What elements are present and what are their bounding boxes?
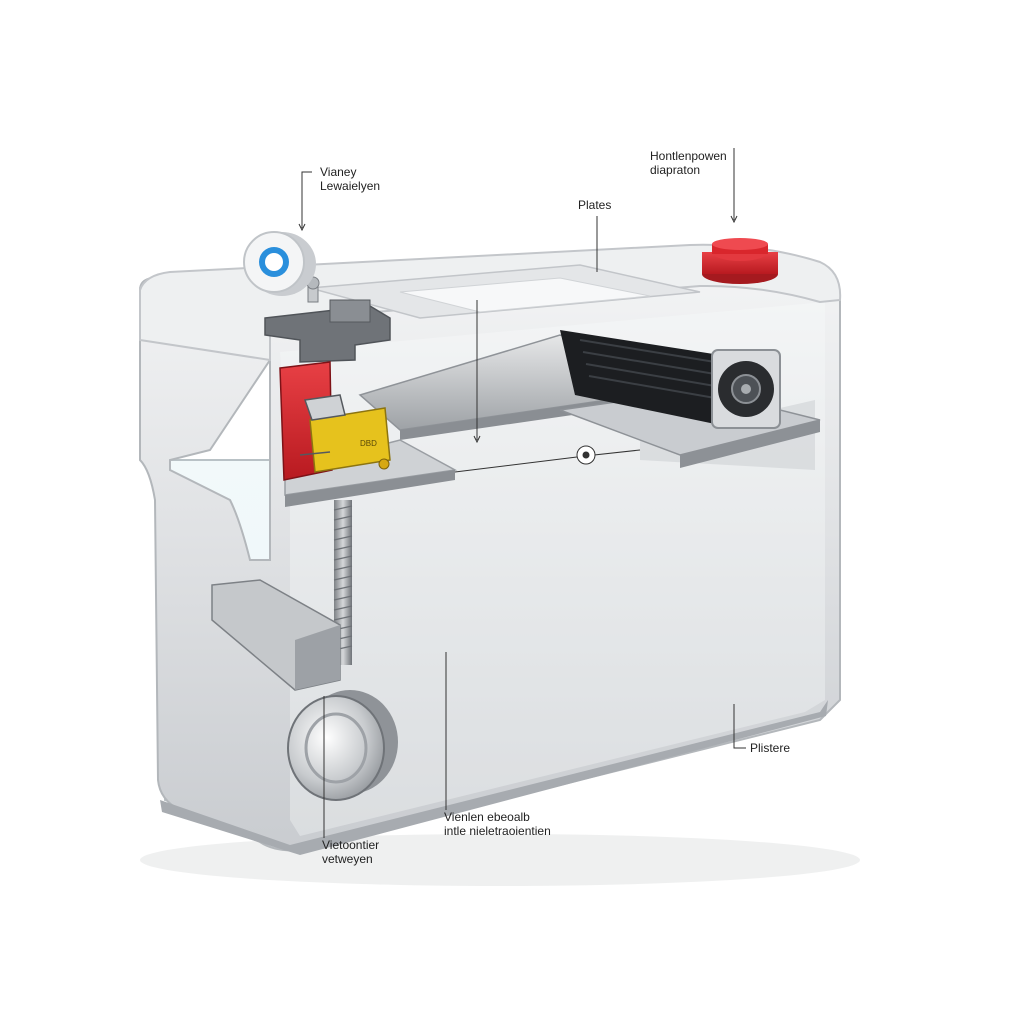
label-separator-line1: Vienlen ebeoalb [444, 810, 530, 824]
label-plates-top: Plates [578, 198, 611, 212]
label-plates-top-text: Plates [578, 198, 612, 212]
cell-bolt [378, 458, 390, 470]
leader-valve-arrow [298, 223, 306, 232]
leader-lines [298, 148, 746, 838]
label-terminal: Hontlenpowen diapraton [650, 149, 727, 177]
label-plates-right-text: Plistere [750, 741, 791, 755]
label-valve-line2: Lewaielyen [320, 179, 381, 193]
leader-plates-right [733, 704, 746, 749]
yellow-cell [309, 407, 391, 473]
label-container-line2: vetweyen [322, 852, 373, 866]
label-container-line1: Vietoontier [322, 838, 380, 852]
rod-threads [333, 505, 353, 651]
label-separator: Vienlen ebeoalb intle nieletraoientien [444, 810, 551, 838]
leader-node-dot [582, 451, 590, 459]
leader-center-arrow [473, 435, 481, 444]
label-terminal-line2: diapraton [650, 163, 701, 177]
label-valve: Vianey Lewaielyen [320, 165, 380, 193]
leader-terminal-arrow [730, 215, 738, 224]
terminal-cap-crown [712, 238, 768, 250]
label-container: Vietoontier vetweyen [322, 838, 379, 866]
fan-hub [741, 384, 751, 394]
label-valve-line1: Vianey [320, 165, 357, 179]
label-terminal-line1: Hontlenpowen [650, 149, 727, 163]
drain-disc-inner [304, 712, 368, 784]
cell-bracket [299, 394, 346, 456]
lid-inset [399, 277, 651, 313]
leader-valve [301, 171, 312, 228]
drain-disc [287, 695, 385, 801]
floor-shadow [140, 834, 860, 886]
left-shelf-edge [285, 470, 455, 507]
label-separator-line2: intle nieletraoientien [444, 824, 551, 838]
label-plates-right: Plistere [750, 741, 790, 755]
cell-label: DBD [360, 439, 377, 448]
cylinder-module-ribs [579, 339, 716, 399]
right-shelf-edge [680, 420, 820, 468]
cylinder-module [560, 330, 720, 425]
drain-block-face [295, 625, 340, 690]
clamp-block [329, 299, 371, 323]
valve-center [265, 253, 283, 271]
